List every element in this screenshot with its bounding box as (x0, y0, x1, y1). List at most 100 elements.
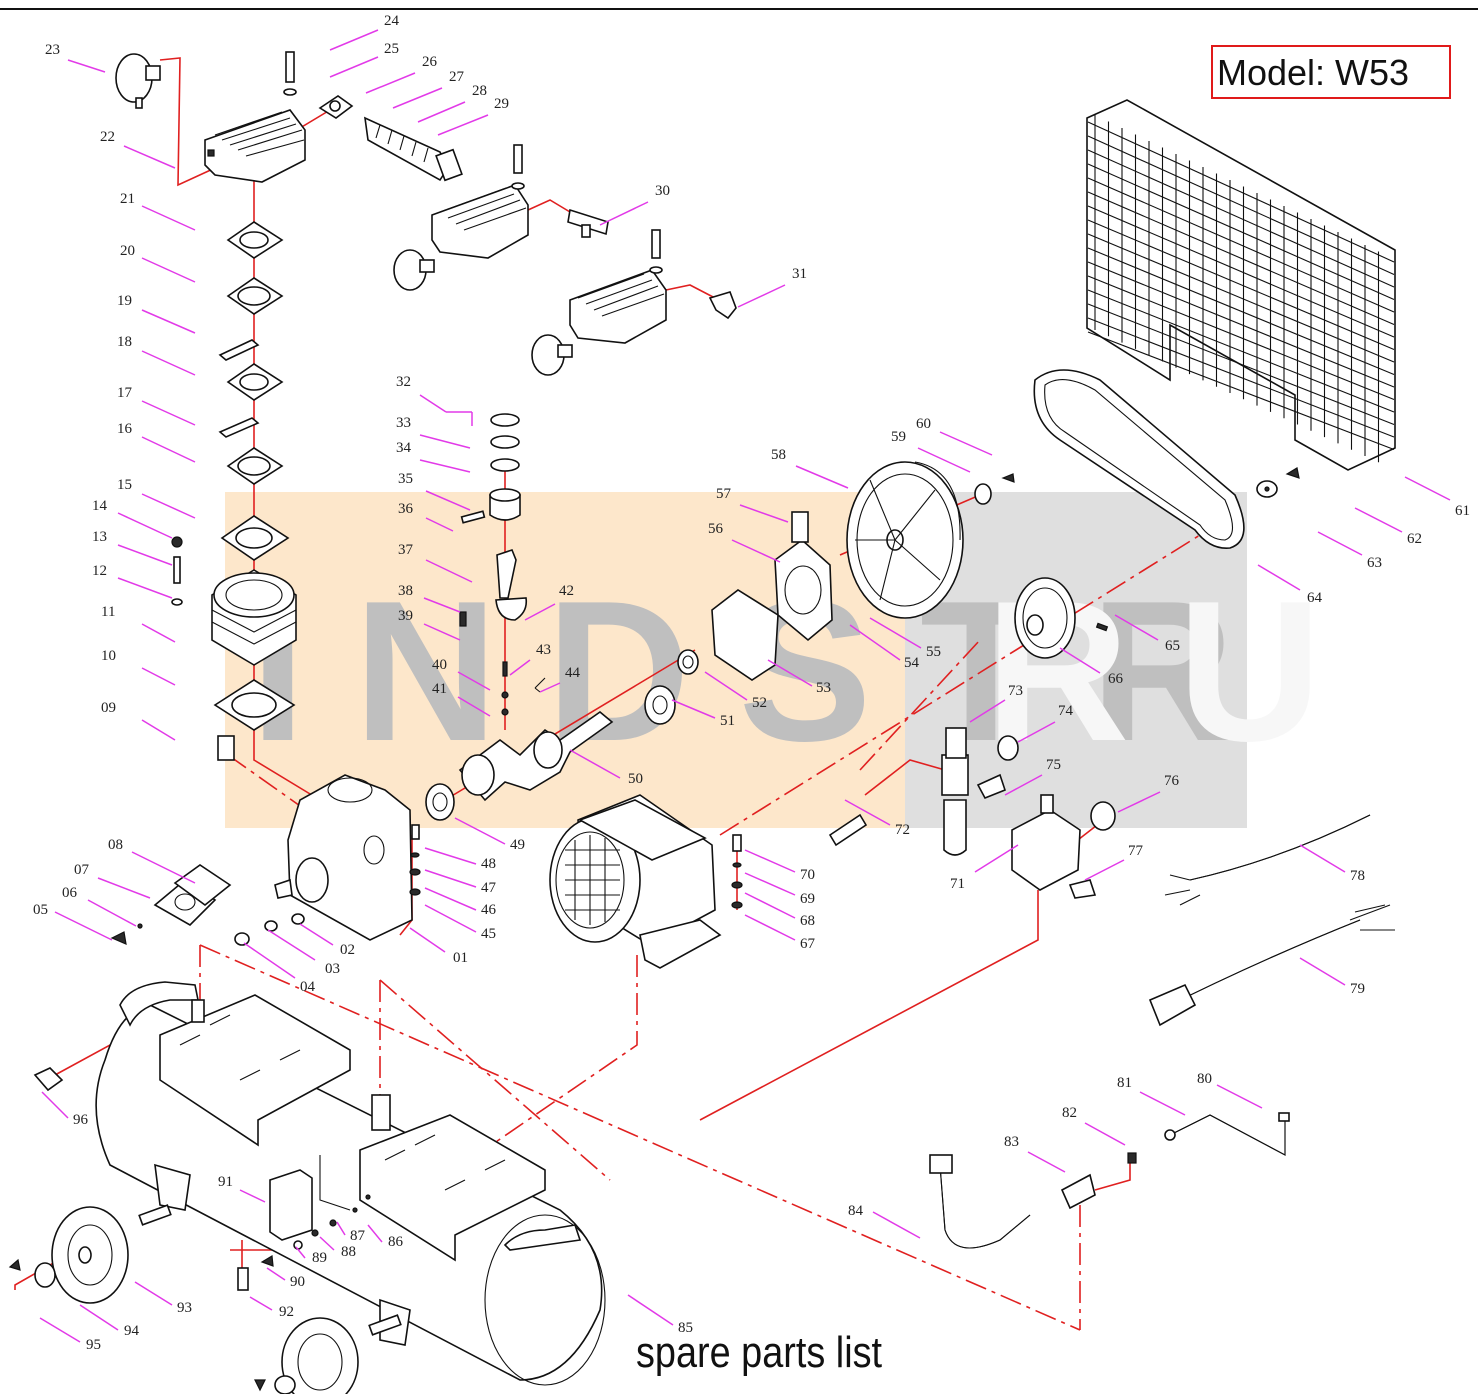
bearings-part-49-52 (425, 649, 699, 821)
pressure-regulator-part-73 (941, 727, 1019, 856)
part-number-label: 04 (300, 979, 316, 995)
motor-pulley-part-66 (1014, 577, 1109, 659)
part-number-label: 63 (1367, 555, 1382, 571)
leader-line (539, 682, 561, 693)
leader-line (1027, 1151, 1066, 1173)
part-number-label: 52 (752, 695, 767, 711)
leader-line (1299, 844, 1346, 873)
leader-line (367, 1224, 383, 1243)
hose-part-84 (929, 1152, 1137, 1249)
leader-line (509, 659, 531, 676)
leader-line (117, 544, 173, 566)
part-number-label: 77 (1128, 843, 1144, 859)
part-number-label: 25 (384, 41, 399, 57)
cylinder-head-part-22 (204, 51, 306, 183)
part-number-label: 48 (481, 856, 496, 872)
leader-line (79, 1304, 119, 1331)
part-number-label: 08 (108, 837, 123, 853)
leader-line (141, 493, 196, 519)
part-number-label: 78 (1350, 868, 1365, 884)
part-number-label: 62 (1407, 531, 1422, 547)
leader-line (131, 851, 196, 884)
part-number-label: 02 (340, 942, 355, 958)
part-number-label: 35 (398, 471, 413, 487)
top-border-line (0, 8, 1478, 10)
part-number-label: 12 (92, 563, 107, 579)
leader-line (54, 911, 113, 941)
leader-line (141, 667, 176, 686)
part-number-label: 03 (325, 961, 340, 977)
flywheel-part-58 (846, 461, 1015, 619)
leader-line (1139, 1091, 1186, 1116)
part-number-label: 66 (1108, 671, 1124, 687)
leader-line (939, 431, 993, 456)
washer-bolt-part-62-63 (1256, 467, 1300, 498)
part-number-label: 29 (494, 96, 509, 112)
crankcase-fasteners-part-02-08 (110, 864, 305, 946)
part-number-label: 44 (565, 665, 581, 681)
part-number-label: 47 (481, 880, 497, 896)
model-label-box: Model: W53 (1211, 45, 1451, 99)
leader-line (97, 877, 151, 899)
leader-line (454, 817, 506, 845)
part-number-label: 93 (177, 1300, 192, 1316)
part-number-label: 90 (290, 1274, 305, 1290)
leader-line (266, 1267, 286, 1281)
part-number-label: 85 (678, 1320, 693, 1336)
part-number-label: 53 (816, 680, 831, 696)
leader-line (329, 56, 379, 78)
v-belt-part-64 (1033, 369, 1245, 549)
leader-line (1004, 774, 1043, 796)
leader-line (424, 887, 477, 911)
leader-line (737, 284, 786, 308)
part-number-label: 30 (655, 183, 670, 199)
leader-line (425, 559, 473, 583)
leader-line (409, 927, 446, 953)
leader-line (87, 899, 137, 927)
leader-line (39, 1317, 81, 1343)
leader-line (704, 671, 748, 701)
part-number-label: 81 (1117, 1075, 1132, 1091)
part-number-labels: 0102030405060708091011121314151617181920… (33, 13, 1470, 1353)
leader-line (744, 914, 796, 941)
part-number-label: 83 (1004, 1134, 1019, 1150)
part-number-label: 87 (350, 1228, 366, 1244)
crankcase-part-01 (274, 774, 413, 941)
part-number-label: 80 (1197, 1071, 1212, 1087)
part-number-label: 40 (432, 657, 447, 673)
part-number-label: 19 (117, 293, 132, 309)
part-number-label: 59 (891, 429, 906, 445)
air-tank-part-85 (95, 981, 606, 1386)
motor-bolts-part-67-70 (731, 834, 743, 909)
leader-line (1299, 957, 1346, 986)
leader-line (671, 699, 716, 719)
leader-line (267, 929, 316, 961)
leader-line (744, 872, 796, 896)
leader-line (437, 114, 489, 136)
part-number-label: 17 (117, 385, 133, 401)
leader-line (249, 1296, 273, 1311)
part-number-label: 13 (92, 529, 107, 545)
leader-line (141, 623, 176, 643)
leader-line (917, 447, 971, 473)
leader-line (795, 465, 849, 489)
leader-line (1404, 476, 1451, 501)
leader-line (365, 72, 416, 94)
leader-line (849, 624, 901, 661)
drain-valve-part-72 (828, 813, 868, 847)
part-number-label: 76 (1164, 773, 1180, 789)
leader-line (599, 201, 649, 226)
leader-line (1017, 721, 1056, 743)
cylinder-part-11 (211, 569, 297, 666)
leader-line (974, 844, 1019, 873)
part-number-label: 68 (800, 913, 815, 929)
leader-line (141, 350, 196, 376)
part-number-label: 94 (124, 1323, 140, 1339)
part-number-label: 28 (472, 83, 487, 99)
leader-line (299, 923, 334, 946)
part-number-label: 23 (45, 42, 60, 58)
part-number-label: 64 (1307, 590, 1323, 606)
leader-line (1114, 614, 1159, 641)
leader-line (243, 942, 296, 979)
